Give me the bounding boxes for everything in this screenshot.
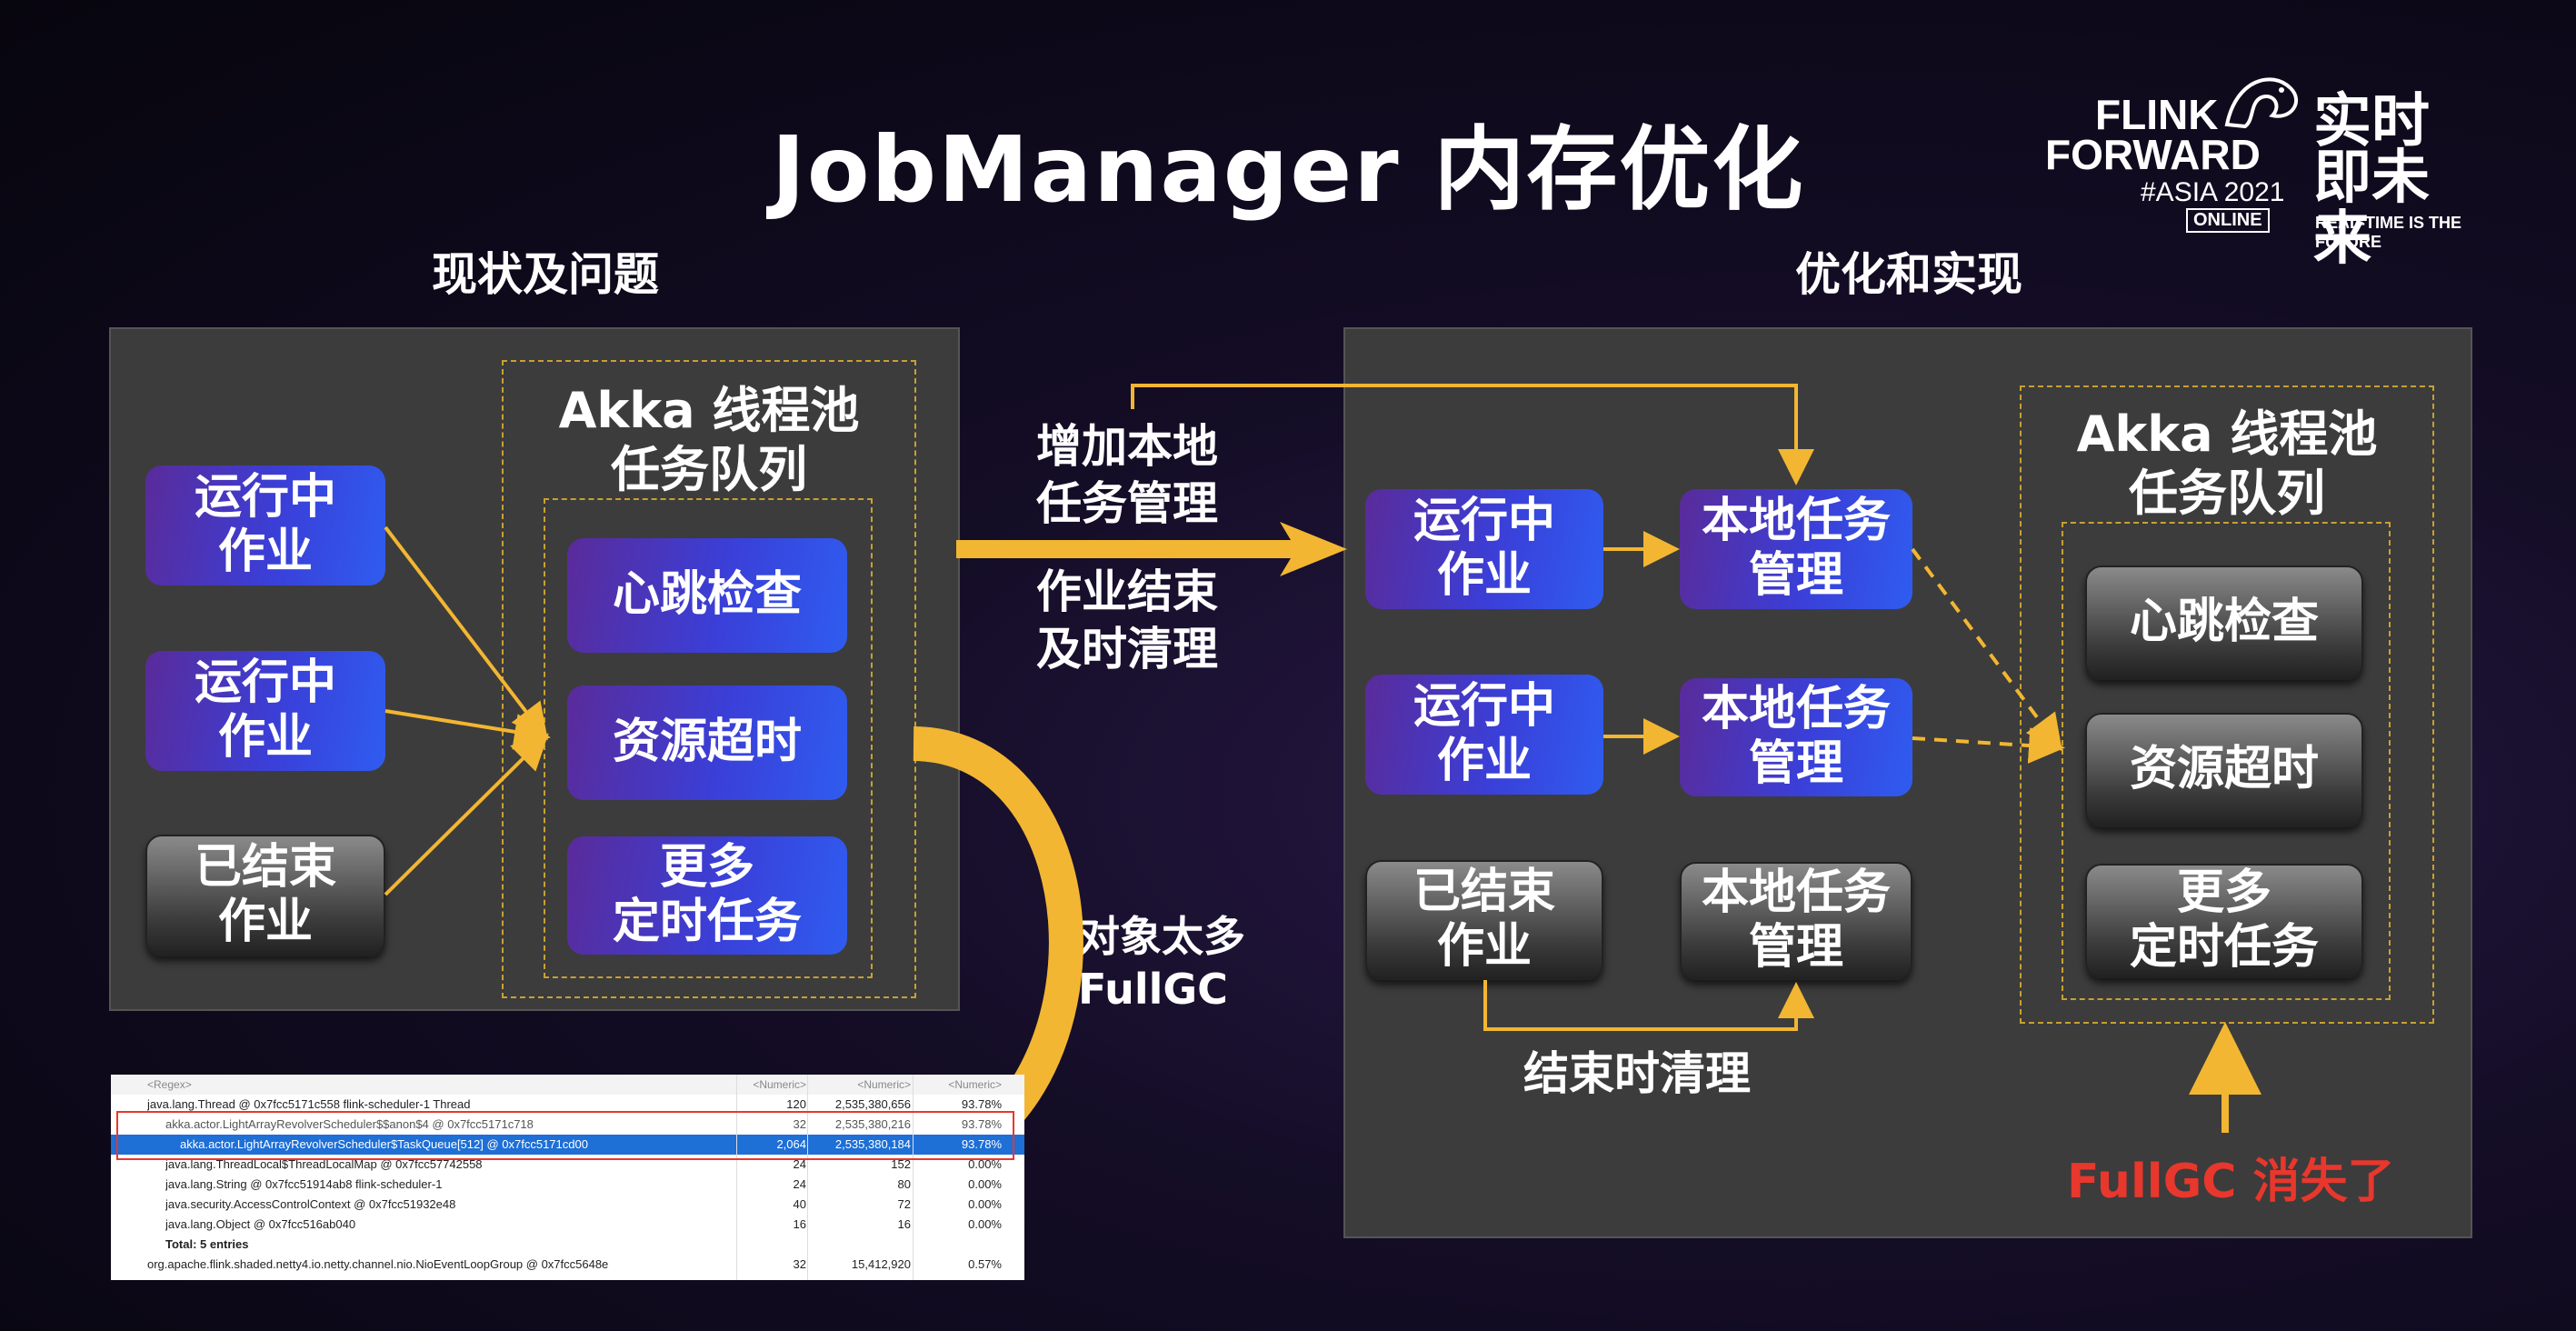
col-divider <box>807 1075 808 1280</box>
fullgc-gone-label: FullGC 消失了 <box>2067 1155 2395 1209</box>
flink-forward-logo: FLINK FORWARD #ASIA 2021 ONLINE 实时 即未来 R… <box>2045 77 2481 270</box>
row-shallow: 2,064 <box>776 1137 806 1151</box>
arrow-big-middle <box>956 522 1347 576</box>
table-row[interactable]: java.lang.ThreadLocal$ThreadLocalMap @ 0… <box>111 1155 1024 1175</box>
row-name: akka.actor.LightArrayRevolverScheduler$T… <box>180 1137 588 1151</box>
arrow-dashed-1 <box>1911 547 2062 752</box>
too-many-objects-label: 对象太多 FullGC <box>1078 912 1245 1014</box>
row-retained: 152 <box>891 1157 911 1171</box>
row-percent: 0.00% <box>968 1177 1002 1191</box>
arrow-left-job1 <box>384 525 548 741</box>
right-section-title: 优化和实现 <box>1795 248 2022 301</box>
row-name: org.apache.flink.shaded.netty4.io.netty.… <box>147 1257 609 1271</box>
logo-online-badge: ONLINE <box>2186 208 2270 233</box>
right-pool-title: Akka 线程池 任务队列 <box>2076 405 2378 522</box>
arrow-dashed-2 <box>1912 727 2065 764</box>
row-retained: 2,535,380,216 <box>834 1117 911 1131</box>
row-retained: 2,535,380,184 <box>834 1137 911 1151</box>
row-retained: 72 <box>897 1197 911 1211</box>
row-percent: 0.00% <box>968 1197 1002 1211</box>
row-percent: 0.57% <box>968 1257 1002 1271</box>
row-shallow: 32 <box>793 1257 806 1271</box>
squirrel-icon <box>2224 77 2298 129</box>
table-row-total: Total: 5 entries <box>111 1235 1024 1255</box>
logo-forward: FORWARD <box>2045 131 2261 178</box>
left-section-title: 现状及问题 <box>432 248 659 301</box>
right-task-heartbeat: 心跳检查 <box>2085 565 2363 680</box>
right-cleanup-label: 结束时清理 <box>1523 1047 1751 1100</box>
row-retained: 15,412,920 <box>851 1257 911 1271</box>
timely-cleanup-label: 作业结束 及时清理 <box>1036 565 1218 676</box>
logo-cn-2: 即未来 <box>2313 145 2430 274</box>
table-row[interactable]: java.security.AccessControlContext @ 0x7… <box>111 1195 1024 1215</box>
row-shallow: 24 <box>793 1157 806 1171</box>
left-task-resource-timeout: 资源超时 <box>567 686 847 800</box>
row-name: java.lang.Thread @ 0x7fcc5171c558 flink-… <box>147 1097 471 1111</box>
table-header-col1: <Numeric> <box>753 1078 806 1091</box>
right-local-manager-3: 本地任务 管理 <box>1680 862 1912 980</box>
table-row[interactable]: java.lang.Thread @ 0x7fcc5171c558 flink-… <box>111 1095 1024 1115</box>
row-name: java.security.AccessControlContext @ 0x7… <box>165 1197 456 1211</box>
table-header-col2: <Numeric> <box>857 1078 911 1091</box>
left-job-running-1: 运行中 作业 <box>145 465 385 585</box>
row-percent: 93.78% <box>961 1137 1002 1151</box>
logo-flink: FLINK <box>2095 91 2219 138</box>
left-job-running-2: 运行中 作业 <box>145 651 385 771</box>
right-job-running-1: 运行中 作业 <box>1365 489 1603 609</box>
arrow-top-bracket <box>1131 384 1814 485</box>
arrow-left-job2 <box>384 709 551 750</box>
logo-cn-1: 实时 <box>2313 88 2430 155</box>
row-name: java.lang.Object @ 0x7fcc516ab040 <box>165 1217 356 1231</box>
highlight-box <box>116 1111 1014 1160</box>
table-row[interactable]: org.apache.flink.shaded.netty4.io.netty.… <box>111 1255 1024 1275</box>
left-pool-title: Akka 线程池 任务队列 <box>558 382 860 498</box>
row-retained: 2,535,380,656 <box>834 1097 911 1111</box>
arrow-cleanup-bracket <box>1483 980 1814 1031</box>
row-shallow: 16 <box>793 1217 806 1231</box>
table-header-col3: <Numeric> <box>948 1078 1002 1091</box>
row-percent: 0.00% <box>968 1217 1002 1231</box>
right-task-more-timers: 更多 定时任务 <box>2085 864 2363 978</box>
row-percent: 93.78% <box>961 1117 1002 1131</box>
heap-dump-table: <Regex> <Numeric> <Numeric> <Numeric> ja… <box>111 1075 1024 1280</box>
table-header-name: <Regex> <box>147 1078 192 1091</box>
logo-tagline: REAL-TIME IS THE FUTURE <box>2315 214 2461 251</box>
col-divider <box>913 1075 914 1280</box>
row-retained: 16 <box>897 1217 911 1231</box>
row-shallow: 40 <box>793 1197 806 1211</box>
arrow-left-job3 <box>384 733 549 896</box>
table-row-selected[interactable]: akka.actor.LightArrayRevolverScheduler$T… <box>111 1135 1024 1155</box>
row-shallow: 32 <box>793 1117 806 1131</box>
left-job-finished: 已结束 作业 <box>145 835 385 956</box>
row-percent: 93.78% <box>961 1097 1002 1111</box>
table-row[interactable]: java.lang.Object @ 0x7fcc516ab040 16 16 … <box>111 1215 1024 1235</box>
row-retained: 80 <box>897 1177 911 1191</box>
logo-asia: #ASIA 2021 <box>2141 177 2285 207</box>
col-divider <box>736 1075 737 1280</box>
table-header: <Regex> <Numeric> <Numeric> <Numeric> <box>111 1075 1024 1095</box>
row-shallow: 24 <box>793 1177 806 1191</box>
row-name: Total: 5 entries <box>165 1237 249 1251</box>
right-local-manager-2: 本地任务 管理 <box>1680 678 1912 796</box>
right-job-running-2: 运行中 作业 <box>1365 675 1603 795</box>
row-shallow: 120 <box>786 1097 806 1111</box>
table-row[interactable]: akka.actor.LightArrayRevolverScheduler$$… <box>111 1115 1024 1135</box>
left-task-heartbeat: 心跳检查 <box>567 538 847 653</box>
row-name: akka.actor.LightArrayRevolverScheduler$$… <box>165 1117 534 1131</box>
row-name: java.lang.String @ 0x7fcc51914ab8 flink-… <box>165 1177 443 1191</box>
row-name: java.lang.ThreadLocal$ThreadLocalMap @ 0… <box>165 1157 483 1171</box>
add-local-management-label: 增加本地 任务管理 <box>1036 420 1218 530</box>
page-title: JobManager 内存优化 <box>771 116 1805 223</box>
right-job-finished: 已结束 作业 <box>1365 860 1603 980</box>
left-task-more-timers: 更多 定时任务 <box>567 836 847 955</box>
right-local-manager-1: 本地任务 管理 <box>1680 489 1912 609</box>
table-row[interactable]: java.lang.String @ 0x7fcc51914ab8 flink-… <box>111 1175 1024 1195</box>
row-percent: 0.00% <box>968 1157 1002 1171</box>
right-task-resource-timeout: 资源超时 <box>2085 713 2363 827</box>
